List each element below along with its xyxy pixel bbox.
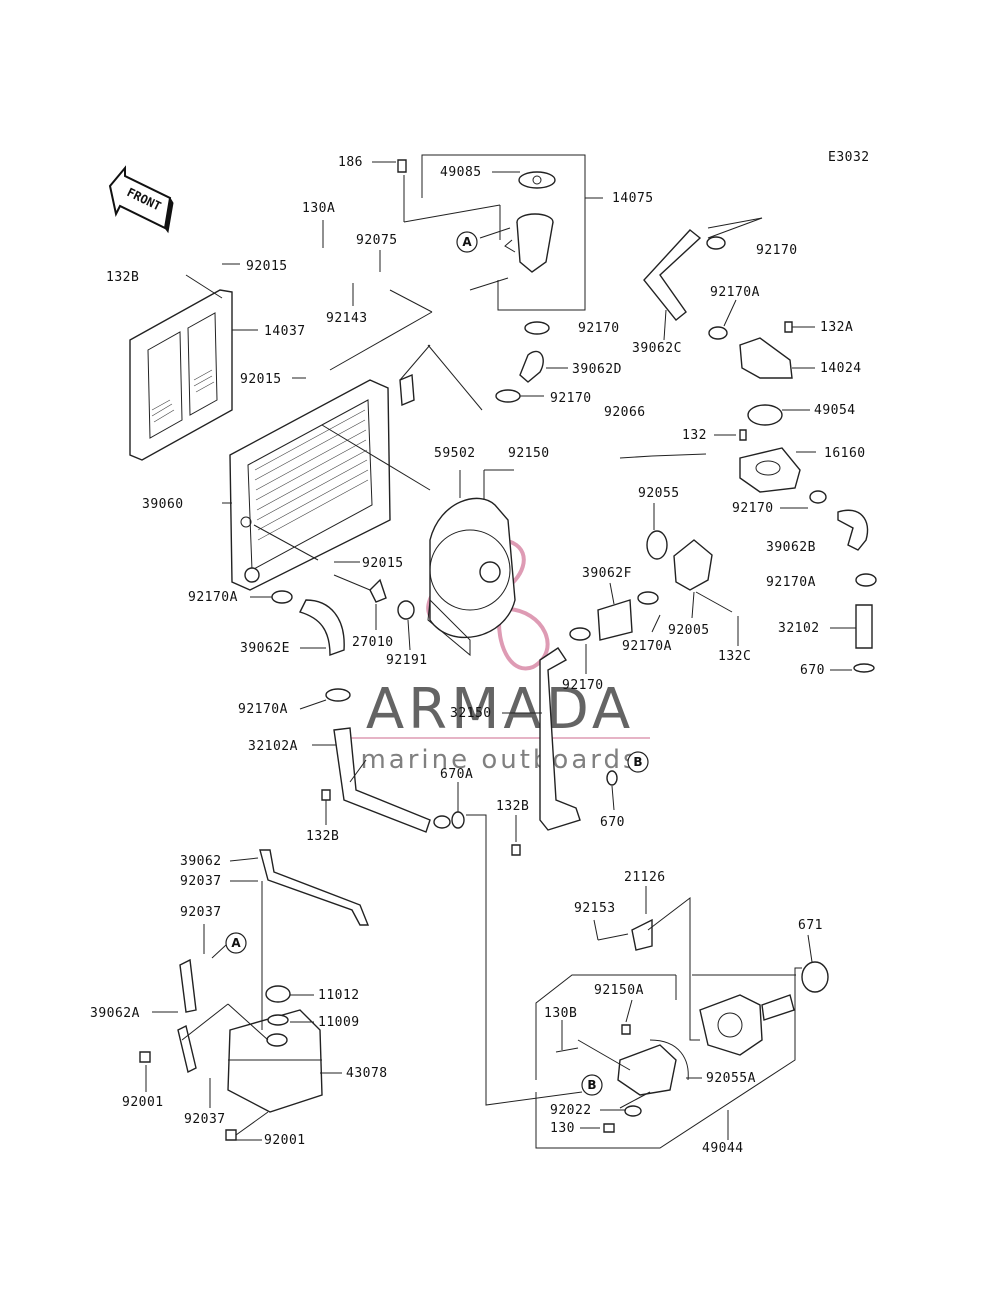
part-label: 130B [544,1006,577,1021]
part-label: 92191 [386,653,428,668]
part-label: 132C [718,649,751,664]
part-label: 92015 [246,259,288,274]
part-label: 670 [800,663,825,678]
part-label: 92005 [668,623,710,638]
part-label: 49054 [814,403,856,418]
part-label: 92150 [508,446,550,461]
part-label: 92015 [240,372,282,387]
part-label: 92170 [578,321,620,336]
part-label: 186 [338,155,363,170]
part-label: 92066 [604,405,646,420]
part-label: 671 [798,918,823,933]
leader-lines [145,154,856,1149]
part-label: 39062D [572,362,622,377]
part-label: 49085 [440,165,482,180]
part-label: 92015 [362,556,404,571]
part-label: 132B [496,799,529,814]
part-label: 49044 [702,1141,744,1156]
reservoir-tank-part [139,849,370,1141]
watermark-tagline: marine outboards [360,745,639,775]
part-label: 43078 [346,1066,388,1081]
callout-a-top: A [456,231,478,253]
part-label: 92170 [756,243,798,258]
callout-a-bottom: A [225,932,247,954]
part-label: 27010 [352,635,394,650]
part-label: 32150 [450,706,492,721]
part-label: 92143 [326,311,368,326]
part-label: 14024 [820,361,862,376]
diagram-code: E3032 [828,150,870,165]
part-label: 39062E [240,641,290,656]
water-pump-part [555,918,829,1133]
part-label: 130 [550,1121,575,1136]
part-label: 39062C [632,341,682,356]
part-label: 92170 [550,391,592,406]
svg-text:A: A [462,235,472,249]
part-label: 92001 [264,1133,306,1148]
part-label: 132B [106,270,139,285]
part-label: 59502 [434,446,476,461]
part-label: 16160 [824,446,866,461]
part-label: 92037 [184,1112,226,1127]
part-label: 39062B [766,540,816,555]
filler-neck-part [397,159,556,273]
part-label: 92150A [594,983,644,998]
front-arrow-icon: FRONT [108,165,174,234]
part-label: 92075 [356,233,398,248]
part-label: 39062A [90,1006,140,1021]
part-label: 39060 [142,497,184,512]
part-label: 14037 [264,324,306,339]
svg-text:B: B [633,755,642,769]
part-label: 39062 [180,854,222,869]
lower-pipes-part [321,647,618,856]
part-label: 92037 [180,905,222,920]
fan-assembly-part [427,497,516,657]
part-label: 92170A [710,285,760,300]
part-labels: 186 49085 14075 130A 92075 92170 132B 92… [90,155,866,1156]
part-label: 92055A [706,1071,756,1086]
part-label: 14075 [612,191,654,206]
upper-hoses-part [495,229,877,673]
part-label: 132A [820,320,853,335]
callout-b-mid: B [627,751,649,773]
part-label: 92170 [562,678,604,693]
part-label: 92037 [180,874,222,889]
svg-text:A: A [231,936,241,950]
watermark-brand: ARMADA [366,677,634,742]
radiator-part [229,373,415,591]
part-label: 32102 [778,621,820,636]
part-label: 32102A [248,739,298,754]
thermostat-housing-part [619,321,801,493]
part-label: 92022 [550,1103,592,1118]
part-label: 92170A [766,575,816,590]
callout-b-pump: B [581,1074,603,1096]
watermark: ARMADA marine outboards [350,537,650,775]
part-label: 132 [682,428,707,443]
svg-text:B: B [587,1078,596,1092]
part-label: 132B [306,829,339,844]
radiator-shroud-part [129,289,233,461]
part-label: 670A [440,767,473,782]
part-label: 39062F [582,566,632,581]
part-label: 11012 [318,988,360,1003]
part-label: 92153 [574,901,616,916]
part-label: 92170A [238,702,288,717]
part-label: 11009 [318,1015,360,1030]
part-label: 21126 [624,870,666,885]
part-label: 92170 [732,501,774,516]
part-label: 92055 [638,486,680,501]
part-label: 670 [600,815,625,830]
part-label: 130A [302,201,335,216]
part-label: 92170A [622,639,672,654]
part-label: 92170A [188,590,238,605]
mid-hoses-part [271,530,713,702]
part-label: 92001 [122,1095,164,1110]
